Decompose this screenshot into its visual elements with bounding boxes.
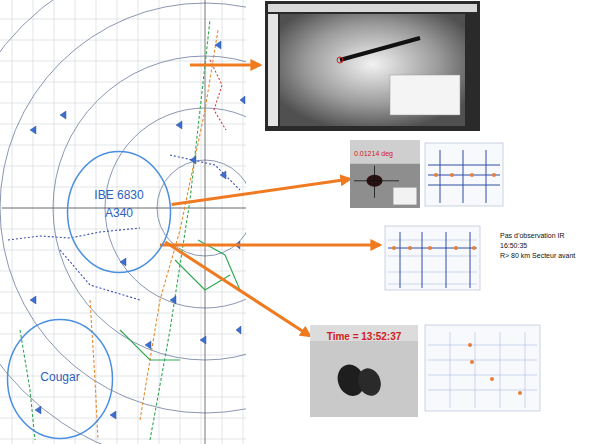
node-text: Cougar [15,368,105,386]
note-text: Pas d’observation IR [500,232,565,239]
time-chart [425,143,503,206]
pointer-arrow [165,242,310,336]
node-text: Time = 13:52:37 [312,329,416,344]
time-chart [425,325,540,411]
image-panel: Time = 13:52:37 [310,325,418,417]
pointer-arrow [160,244,380,247]
ir-screenshot [265,1,480,131]
zone-circle: IBE 6830 A340 [66,150,172,274]
node-text: 0.01214 deg [354,149,420,160]
image-panel: 0.01214 deg [350,140,420,208]
zone-circle: Cougar [6,318,114,440]
node-text: IBE 6830 A340 [89,186,149,222]
time-chart [385,226,480,290]
pointer-arrow [190,64,260,67]
pointer-arrow [172,179,350,204]
note-text: R> 80 km Secteur avant [500,252,575,259]
radar-map [0,0,246,444]
note-text: 16:50:35 [500,242,527,249]
